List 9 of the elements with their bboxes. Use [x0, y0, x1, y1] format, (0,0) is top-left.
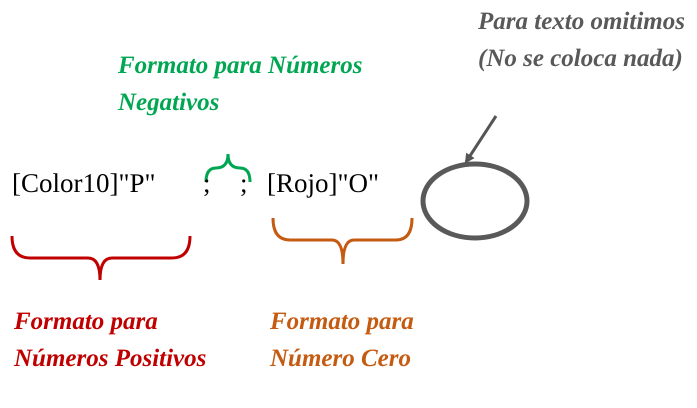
annotation-text: Formato para Números Negativos — [118, 51, 364, 118]
annotation-text: Formato para Números Positivos — [14, 307, 208, 374]
separator: ; — [240, 168, 248, 199]
annotation-text: Formato para Número Cero — [270, 307, 415, 374]
empty-ellipse — [420, 162, 530, 240]
format-code: [Color10]"P" — [12, 168, 156, 199]
annotation-text: Para texto omitimos (No se coloca nada) — [478, 3, 693, 77]
format-code: [Rojo]"O" — [267, 168, 380, 199]
arrow — [464, 115, 498, 164]
